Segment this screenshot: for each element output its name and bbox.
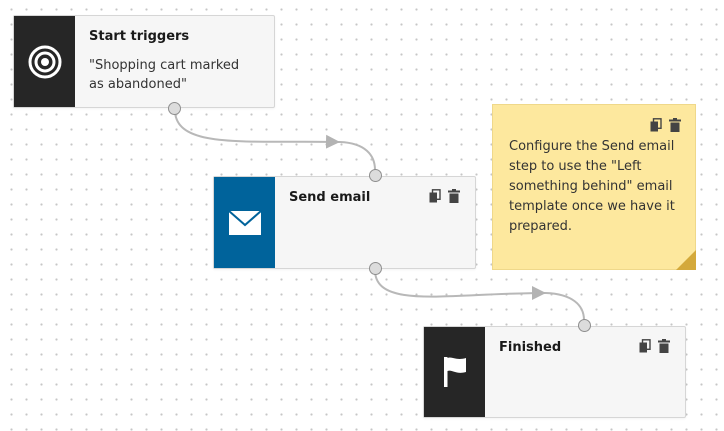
copy-icon[interactable] xyxy=(429,189,442,203)
start-triggers-tile xyxy=(14,16,75,107)
trash-icon[interactable] xyxy=(448,189,461,203)
start-triggers-node[interactable]: Start triggers "Shopping cart marked as … xyxy=(13,15,275,108)
flag-icon xyxy=(443,357,466,387)
start-triggers-title: Start triggers xyxy=(89,29,190,44)
finished-actions xyxy=(639,339,671,353)
trash-icon[interactable] xyxy=(669,118,682,132)
finished-node[interactable]: Finished xyxy=(423,326,686,418)
finished-input-port[interactable] xyxy=(578,319,591,332)
finished-title: Finished xyxy=(499,340,562,355)
send-email-input-port[interactable] xyxy=(369,169,382,182)
target-icon xyxy=(28,45,61,78)
envelope-icon xyxy=(227,209,262,235)
note-fold-corner xyxy=(676,250,696,270)
send-email-output-port[interactable] xyxy=(369,262,382,275)
finished-tile xyxy=(424,327,485,417)
start-triggers-output-port[interactable] xyxy=(168,102,181,115)
send-email-actions xyxy=(429,189,461,203)
send-email-title: Send email xyxy=(289,190,371,205)
note-actions xyxy=(650,118,682,132)
send-email-node[interactable]: Send email xyxy=(213,176,476,269)
note-text: Configure the Send email step to use the… xyxy=(509,139,675,234)
connector-send-email-to-finished-tail xyxy=(545,292,585,321)
connector-send-email-to-finished[interactable] xyxy=(374,269,547,301)
send-email-tile xyxy=(214,177,275,268)
trash-icon[interactable] xyxy=(658,339,671,353)
copy-icon[interactable] xyxy=(639,339,652,353)
connector-start-to-send-email-tail xyxy=(339,141,376,171)
copy-icon[interactable] xyxy=(650,118,663,132)
sticky-note[interactable]: Configure the Send email step to use the… xyxy=(492,104,696,270)
connector-start-to-send-email[interactable] xyxy=(174,109,341,149)
start-triggers-description: "Shopping cart marked as abandoned" xyxy=(89,58,240,92)
